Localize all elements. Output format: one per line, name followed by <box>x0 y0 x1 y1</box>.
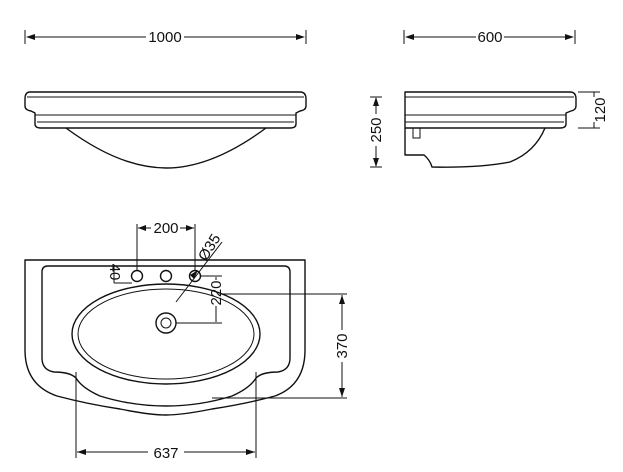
side-rim <box>404 91 577 129</box>
side-height-dimension: 250 <box>368 96 385 168</box>
side-bowl <box>404 127 546 168</box>
side-rim-height-label: 120 <box>592 97 609 122</box>
side-view: 600 250 120 <box>368 29 609 168</box>
tap-spacing-label: 200 <box>153 220 178 237</box>
tap-offset-label: 40 <box>106 264 123 281</box>
plan-inner-rim <box>41 265 291 407</box>
pedestal-width-label: 637 <box>153 445 178 462</box>
front-width-dimension: 1000 <box>24 29 307 46</box>
front-view: 1000 <box>24 29 307 169</box>
side-depth-label: 600 <box>477 29 502 46</box>
bowl-depth-label: 370 <box>334 333 351 358</box>
tap-spacing-dimension: 200 <box>136 220 196 270</box>
side-depth-dimension: 600 <box>403 29 576 46</box>
plan-outline <box>24 259 306 416</box>
plan-view: 200 Ø35 40 220 370 <box>24 220 351 462</box>
bowl-depth-dimension: 370 <box>212 293 351 399</box>
drain-offset-dimension: 220 <box>176 275 225 324</box>
tap-hole-diameter-label: Ø35 <box>195 231 224 264</box>
pedestal-width-dimension: 637 <box>75 372 257 462</box>
front-bowl <box>65 127 267 169</box>
tap-hole-left <box>130 269 144 283</box>
plan-bowl <box>71 283 261 385</box>
tap-hole-center <box>159 269 173 283</box>
tap-offset-dimension: 40 <box>106 264 132 284</box>
drain-offset-label: 220 <box>208 280 225 305</box>
front-rim <box>24 91 307 129</box>
side-height-label: 250 <box>368 117 385 142</box>
front-width-label: 1000 <box>148 29 181 46</box>
side-fixing-detail <box>412 128 421 139</box>
drain-hole <box>155 312 177 334</box>
side-rim-height-dimension: 120 <box>578 91 609 129</box>
